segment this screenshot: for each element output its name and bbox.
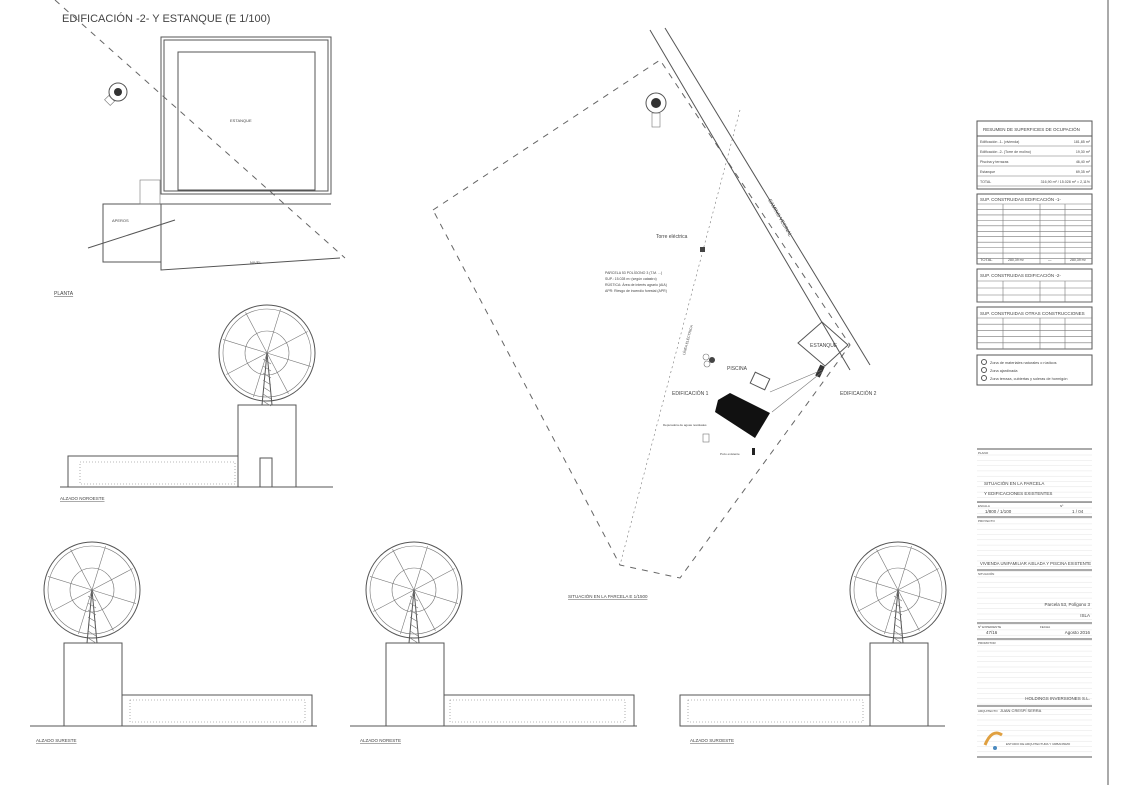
tb-sheet: 1 / 04 xyxy=(1072,509,1084,514)
summary-title: RESUMEN DE SUPERFICIES DE OCUPACIÓN xyxy=(983,126,1080,132)
summary-row-label: Estanque xyxy=(980,170,995,174)
site-caption: SITUACIÓN EN LA PARCELA E 1/1500 xyxy=(568,593,648,599)
windmill xyxy=(43,541,141,644)
line-label: LÍNEA ELÉCTRICA xyxy=(681,324,694,355)
tb-architect: JUAN CRESPÍ SERRA xyxy=(1000,708,1042,713)
tb-location-1: Parcela 53, Polígono 3 xyxy=(1044,602,1090,607)
north-arrow-icon xyxy=(104,82,128,106)
plan-room-small: APEROS xyxy=(112,218,129,223)
tb-ref: 47/16 xyxy=(986,630,998,635)
windmill xyxy=(218,304,316,407)
elevation-bottom-mid: ALZADO NORESTE xyxy=(350,642,637,743)
septic-label: Depuradora de aguas residuales xyxy=(663,423,707,427)
elevation-top: ALZADO NOROESTE xyxy=(60,404,333,501)
elevation-bottom-left: ALZADO SURESTE xyxy=(30,642,317,743)
elevation-bl-label: ALZADO SURESTE xyxy=(36,738,77,743)
ed1-total-a: 280,39 m² xyxy=(1008,258,1025,262)
elevation-bm-label: ALZADO NORESTE xyxy=(360,738,401,743)
plan-level: NIVEL xyxy=(250,260,262,265)
tb-project-label: PROYECTO xyxy=(978,519,995,523)
ed1-total-label: TOTAL xyxy=(980,257,993,262)
site-plan: CAMINO VECINAL Torre eléctrica PARCELA 5… xyxy=(432,27,877,599)
summary-row-value: 181,85 m² xyxy=(1074,140,1091,144)
summary-row-value: 46,40 m² xyxy=(1076,160,1091,164)
summary-row-label: TOTAL xyxy=(980,180,991,184)
septic-tank xyxy=(702,433,710,443)
north-arrow-icon xyxy=(645,92,667,128)
pool-label: PISCINA xyxy=(727,366,748,372)
title-block: PLANO SITUACIÓN EN LA PARCELA Y EDIFICAC… xyxy=(977,448,1092,758)
building-1 xyxy=(715,393,770,438)
parcel-note-3: APR: Riesgo de incendio forestal (APR) xyxy=(605,289,667,293)
windmill xyxy=(849,541,947,644)
summary-row-value: 316,90 m² / 15.028 m² = 2,11% xyxy=(1041,180,1091,184)
sheet-title: EDIFICACIÓN -2- Y ESTANQUE (E 1/100) xyxy=(62,12,270,25)
other-table: SUP. CONSTRUIDAS OTRAS CONSTRUCCIONES xyxy=(976,306,1093,350)
summary-row-label: Piscina y terrazas xyxy=(980,160,1009,164)
summary-row-value: 69,35 m² xyxy=(1076,170,1091,174)
ed2-title: SUP. CONSTRUIDAS EDIFICACIÓN -2- xyxy=(980,272,1061,278)
tb-scale: 1/800 / 1/100 xyxy=(985,509,1012,514)
tb-project: VIVIENDA UNIFAMILIAR AISLADA Y PISCINA E… xyxy=(980,561,1091,566)
firm-logo-dot-icon xyxy=(993,746,997,750)
tb-location-label: SITUACIÓN xyxy=(978,571,994,576)
summary-row-label: Edificación -1- (vivienda) xyxy=(980,140,1019,144)
plan-view: ESTANQUE APEROS NIVEL PLANTA xyxy=(54,0,346,297)
well xyxy=(752,448,755,455)
ed2-table: SUP. CONSTRUIDAS EDIFICACIÓN -2- xyxy=(976,268,1093,303)
tb-plan-name-2: Y EDIFICACIONES EXISTENTES xyxy=(984,491,1052,496)
legend-item: Zona terraza, cubiertas y soleras de hor… xyxy=(990,377,1067,381)
pool xyxy=(749,371,771,391)
pond xyxy=(797,321,849,367)
summary-table: RESUMEN DE SUPERFICIES DE OCUPACIÓN Edif… xyxy=(976,120,1093,190)
road-label: CAMINO VECINAL xyxy=(766,198,793,238)
building2-label: EDIFICACIÓN 2 xyxy=(840,390,877,397)
summary-row-label: Edificación -2- (Torre de molino) xyxy=(980,150,1031,154)
pond-label: ESTANQUE xyxy=(810,343,838,349)
trees xyxy=(702,353,715,368)
elevation-br-label: ALZADO SUROESTE xyxy=(690,738,734,743)
elevation-bottom-right: ALZADO SUROESTE xyxy=(679,642,945,743)
tb-date: Agosto 2016 xyxy=(1065,630,1091,635)
ed1-title: SUP. CONSTRUIDAS EDIFICACIÓN -1- xyxy=(980,196,1061,202)
legend-swatch-icon xyxy=(981,359,987,365)
tb-firm: ESTUDIO DE ARQUITECTURA Y URBANISMO xyxy=(1006,742,1071,746)
legend-swatch-icon xyxy=(981,375,987,381)
parcel-note-2: RÚSTICA: Área de interés agrario (AIA) xyxy=(605,283,667,287)
well-label: Pozo existente xyxy=(720,452,740,456)
tb-plan-label: PLANO xyxy=(978,451,989,455)
ed1-total-c: 280,39 m² xyxy=(1070,258,1087,262)
tb-ref-label: Nº EXPEDIENTE xyxy=(978,625,1001,629)
electric-tower xyxy=(700,247,705,252)
plan-room-main: ESTANQUE xyxy=(230,118,252,123)
legend-item: Zona de materiales naturales o rústicos xyxy=(990,361,1057,365)
legend: Zona de materiales naturales o rústicos … xyxy=(976,354,1093,386)
parcel-note-0: PARCELA 53 POLÍGONO 3 (T.M. ...) xyxy=(605,271,662,275)
tower-label: Torre eléctrica xyxy=(656,234,688,240)
tb-sheet-label: Nº xyxy=(1060,504,1064,508)
firm-logo-icon xyxy=(983,731,1003,746)
building1-label: EDIFICACIÓN 1 xyxy=(672,390,709,397)
tb-scale-label: ESCALA xyxy=(978,504,990,508)
tb-owner-label: PROMOTOR xyxy=(978,641,996,645)
elevation-top-label: ALZADO NOROESTE xyxy=(60,496,105,501)
ed1-table: SUP. CONSTRUIDAS EDIFICACIÓN -1- TOTAL 2… xyxy=(976,193,1093,265)
legend-item: Zona ajardinada xyxy=(990,369,1018,373)
legend-swatch-icon xyxy=(981,367,987,373)
tb-owner: HOLDINGS INVERSIONES S.L. xyxy=(1025,696,1090,701)
plan-label: PLANTA xyxy=(54,291,74,297)
windmill xyxy=(365,541,463,644)
summary-row-value: 19,30 m² xyxy=(1076,150,1091,154)
other-title: SUP. CONSTRUIDAS OTRAS CONSTRUCCIONES xyxy=(980,311,1085,316)
ed1-total-b: — xyxy=(1048,258,1052,262)
tb-location-2: ISLA xyxy=(1080,613,1090,618)
tb-architect-label: ARQUITECTO xyxy=(978,709,998,713)
tb-date-label: FECHA xyxy=(1040,625,1050,629)
tb-plan-name-1: SITUACIÓN EN LA PARCELA xyxy=(984,480,1044,486)
parcel-note-1: SUP.: 15.028 m² (según catastro) xyxy=(605,277,657,281)
